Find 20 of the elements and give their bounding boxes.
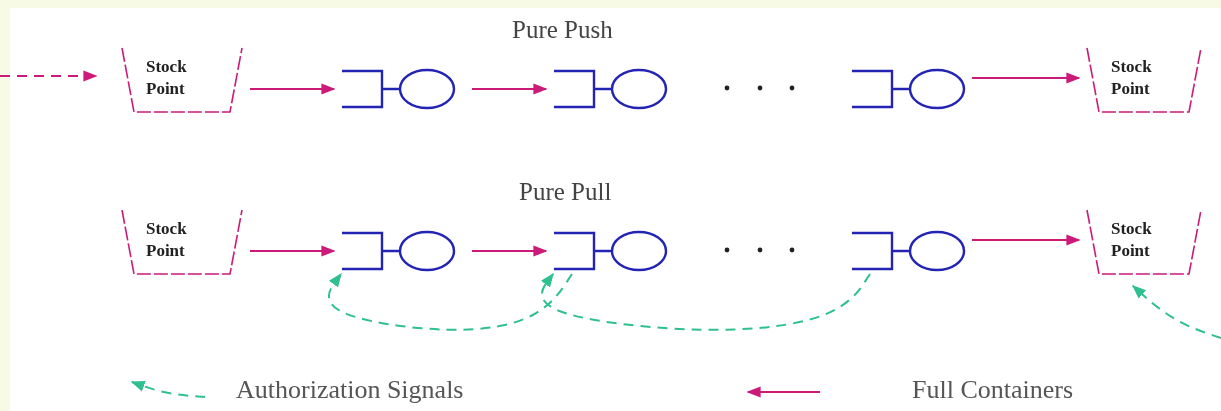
arrow <box>971 72 1081 84</box>
arrow <box>249 83 336 95</box>
dashed-arrow <box>327 272 573 331</box>
row-title: Pure Push <box>512 16 613 44</box>
dashed-arrow <box>0 70 98 82</box>
stock-point-bin <box>118 46 246 114</box>
arrow <box>971 234 1081 246</box>
stock-point-label: Stock Point <box>145 56 188 100</box>
legend-label: Authorization Signals <box>236 375 464 405</box>
dashed-arrow <box>1131 285 1221 339</box>
row-title: Pure Pull <box>519 178 612 206</box>
arrow <box>471 245 548 257</box>
legend-label: Full Containers <box>912 375 1074 405</box>
stock-point-label: Stock Point <box>1110 218 1153 262</box>
stock-point-label: Stock Point <box>1110 56 1153 100</box>
stock-point-bin <box>118 208 246 276</box>
stock-point-label: Stock Point <box>145 218 188 262</box>
dashed-arrow <box>540 272 871 331</box>
arrow <box>249 245 336 257</box>
arrow <box>471 83 548 95</box>
